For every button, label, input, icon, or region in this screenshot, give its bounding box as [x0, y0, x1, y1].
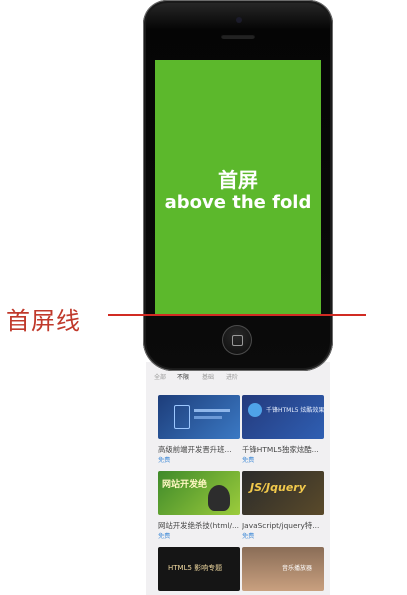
filter-tabs: 全部 不限 基础 进阶: [146, 372, 330, 388]
fold-line: [108, 314, 366, 316]
thumbnail-text: 千锋HTML5 炫酷效果: [266, 407, 324, 414]
fold-label: 首屏线: [6, 307, 81, 335]
course-thumbnail: 千锋HTML5 炫酷效果: [242, 395, 324, 439]
screen-title-cn: 首屏: [218, 168, 258, 192]
course-price: 免费: [158, 457, 171, 464]
course-thumbnail: [158, 395, 240, 439]
home-square-icon: [232, 335, 243, 346]
page-below-fold: 全部 不限 基础 进阶 高级前端开发晋升班... 免费 千锋HTML5 炫酷效果…: [146, 362, 330, 595]
screen-title-en: above the fold: [164, 192, 312, 213]
phone-device: 首屏 above the fold: [143, 0, 333, 371]
course-thumbnail: HTML5 影响专题: [158, 547, 240, 591]
course-title: JavaScript/jquery特...: [242, 521, 320, 530]
course-title: 高级前端开发晋升班...: [158, 445, 232, 454]
first-screen-area: 首屏 above the fold: [155, 60, 321, 315]
course-title: 网站开发绝杀技(html/...: [158, 521, 239, 530]
course-price: 免费: [242, 533, 255, 540]
speaker-grille: [221, 34, 255, 39]
course-thumbnail: 网站开发绝: [158, 471, 240, 515]
course-thumbnail: JS/Jquery: [242, 471, 324, 515]
course-thumbnail: 音乐播放器: [242, 547, 324, 591]
home-button[interactable]: [222, 325, 252, 355]
tab-unlimited[interactable]: 不限: [177, 374, 190, 381]
thumbnail-text: JS/Jquery: [250, 481, 306, 494]
tab-advanced[interactable]: 进阶: [226, 374, 239, 381]
course-price: 免费: [158, 533, 171, 540]
course-price: 免费: [242, 457, 255, 464]
thumbnail-text: HTML5 影响专题: [168, 564, 223, 572]
thumbnail-text: 音乐播放器: [282, 565, 313, 572]
course-title: 千锋HTML5独家炫酷...: [242, 445, 319, 454]
tab-all[interactable]: 全部: [154, 374, 167, 381]
tab-basic[interactable]: 基础: [202, 374, 215, 381]
front-camera-icon: [236, 17, 242, 23]
thumbnail-text: 网站开发绝: [162, 480, 208, 490]
